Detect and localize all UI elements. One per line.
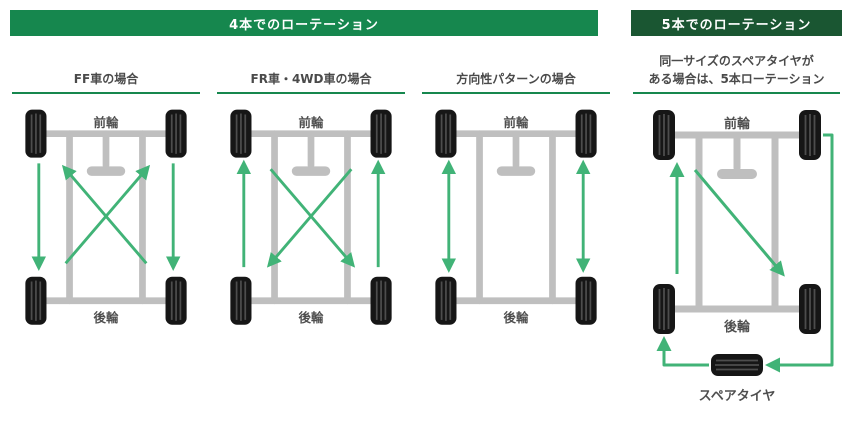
tire-front-right-icon <box>574 108 598 159</box>
tire-rear-right-icon <box>369 275 393 326</box>
rotation-arrows-directional <box>441 159 591 273</box>
panel-directional: 方向性パターンの場合 前輪 後輪 <box>420 44 612 425</box>
rear-wheel-label: 後輪 <box>723 319 750 335</box>
car-frame <box>442 130 590 305</box>
tire-rear-left-icon <box>229 275 253 326</box>
tire-rear-right-icon <box>164 275 188 326</box>
rotation-arrows-five-tire <box>656 133 833 373</box>
panel-fr-4wd-title: FR車・4WD車の場合 <box>215 44 407 91</box>
panel-fr-4wd: FR車・4WD車の場合 前輪 後輪 <box>215 44 407 425</box>
panel-ff-title: FF車の場合 <box>10 44 202 91</box>
rotation-arrows-fr-4wd <box>236 159 386 268</box>
car-diagram-fr-4wd: 前輪 後輪 <box>229 108 393 326</box>
tire-rear-left-icon <box>24 275 48 326</box>
tire-rear-right-icon <box>574 275 598 326</box>
tire-front-right-icon <box>369 108 393 159</box>
panel-directional-title-text: 方向性パターンの場合 <box>456 72 576 86</box>
front-wheel-label: 前輪 <box>723 116 750 132</box>
car-frame <box>237 130 385 305</box>
rotation-arrows-ff <box>31 163 181 271</box>
car-diagram-ff: 前輪 後輪 <box>24 108 188 326</box>
panel-ff-underline <box>12 92 200 94</box>
panel-fr-4wd-title-text: FR車・4WD車の場合 <box>250 72 372 86</box>
tire-rear-left-icon <box>434 275 458 326</box>
header-four-tire-rotation: 4本でのローテーション <box>10 10 598 36</box>
tire-front-left-icon <box>434 108 458 159</box>
panel-ff-title-text: FF車の場合 <box>73 72 139 86</box>
front-wheel-label: 前輪 <box>94 115 119 130</box>
car-frame <box>660 131 813 313</box>
car-frame <box>32 130 180 305</box>
panel-fr-4wd-underline <box>217 92 405 94</box>
panel-five-tire-title-line2: ある場合は、5本ローテーション <box>648 72 825 86</box>
rear-wheel-label: 後輪 <box>504 310 529 325</box>
front-wheel-label: 前輪 <box>504 115 529 130</box>
tire-front-left-icon <box>651 109 676 161</box>
panel-five-tire-title: 同一サイズのスペアタイヤが ある場合は、5本ローテーション <box>631 44 842 91</box>
spare-tire-icon <box>709 353 764 377</box>
panel-directional-title: 方向性パターンの場合 <box>420 44 612 91</box>
panel-five-tire-title-line1: 同一サイズのスペアタイヤが <box>659 54 814 68</box>
spare-tire-label: スペアタイヤ <box>698 389 775 404</box>
tire-front-left-icon <box>229 108 253 159</box>
rear-wheel-label: 後輪 <box>94 310 119 325</box>
car-diagram-five-tire: 前輪 後輪 スペアタイヤ <box>651 109 833 404</box>
panel-five-tire: 同一サイズのスペアタイヤが ある場合は、5本ローテーション 前輪 後輪 スペアタ… <box>631 44 842 425</box>
header-five-tire-rotation: 5本でのローテーション <box>631 10 842 36</box>
panel-ff: FF車の場合 前輪 後輪 <box>10 44 202 425</box>
rear-wheel-label: 後輪 <box>299 310 324 325</box>
tire-front-right-icon <box>797 109 822 161</box>
tire-rear-left-icon <box>651 283 676 335</box>
tire-front-left-icon <box>24 108 48 159</box>
tire-front-right-icon <box>164 108 188 159</box>
car-diagram-directional: 前輪 後輪 <box>434 108 598 326</box>
front-wheel-label: 前輪 <box>299 115 324 130</box>
panel-directional-underline <box>422 92 610 94</box>
tire-rear-right-icon <box>797 283 822 335</box>
panel-five-tire-underline <box>633 92 840 94</box>
